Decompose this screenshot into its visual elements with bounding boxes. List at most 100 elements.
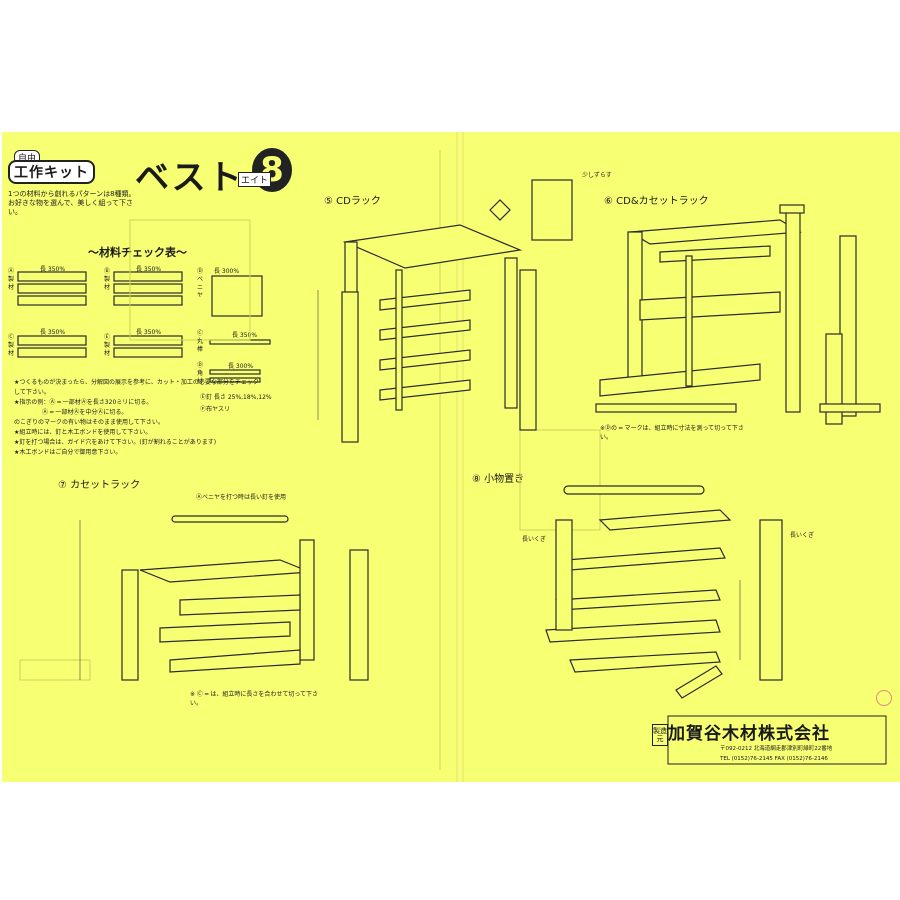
sandpaper-spec: Ⓕ布ヤスリ <box>200 406 231 413</box>
cd-rack-right-side <box>519 269 537 431</box>
note-item: ★釘を打つ場合は、ガイド穴をあけて下さい。(釘が割れることがあります) <box>14 439 217 446</box>
shelf-left-side <box>555 519 573 631</box>
shelf-top-rod <box>563 485 705 495</box>
kit-logo: 工作キット <box>8 160 95 184</box>
cdc-base-2 <box>819 403 881 413</box>
phone-line: TEL (0152)76-2145 FAX (0152)76-2146 <box>720 756 828 762</box>
board-c1 <box>17 335 87 346</box>
section-title-small-shelf: ⑧ 小物置き <box>472 474 525 485</box>
square-bar-length: 長 300% <box>228 363 254 370</box>
note-item: Ⓐ ━ 一部材Ⓐを中分Ⓐに切る。 <box>42 409 128 416</box>
cd-cassette-rack-drawing <box>595 204 881 425</box>
section-title-cassette-rack: ⑦ カセットラック <box>58 480 141 491</box>
round-bar <box>209 339 271 345</box>
long-nail-note-1: 長いくぎ <box>522 536 547 543</box>
cassette-shelf-1 <box>179 594 301 616</box>
cd-shelf-4 <box>379 379 471 401</box>
cut-note-7: ※ Ⓒ ━ は、組立時に長さを合わせて切って下さい。 <box>190 691 319 707</box>
shelf-board-4 <box>545 619 721 643</box>
cdc-shelf-2 <box>639 291 781 321</box>
cdc-right-post <box>785 211 801 413</box>
cut-note-6: ※Ⓓの ━ マークは、組立時に寸法を測って切って下さい。 <box>600 425 744 441</box>
nail-note-7: Ⓐベニヤを打つ時は長い釘を使用 <box>196 494 287 501</box>
address-line: 〒092-0212 北海道網走郡津別町緑町22番地 <box>720 746 833 752</box>
cassette-top-rod <box>171 515 289 523</box>
note-item: ★組立時には、釘と木工ボンドを使用して下さい。 <box>14 429 152 436</box>
cd-rack-top <box>342 224 523 269</box>
board-a1 <box>17 271 87 282</box>
round-bar-label: Ⓒ丸棒 <box>197 330 204 353</box>
backside-show-through <box>19 150 601 770</box>
board-b2 <box>113 283 183 294</box>
note-item: ★木工ボンドはご自分で御用意下さい。 <box>14 449 122 456</box>
shelf-board-5 <box>569 651 721 673</box>
shelf-board-2 <box>565 547 726 571</box>
cdc-top-rail <box>779 204 805 214</box>
company-address: 〒092-0212 北海道網走郡津別町緑町22番地 TEL (0152)76-2… <box>720 744 832 764</box>
note-item: のこぎりのマークの有い物はそのまま使用して下さい。 <box>14 419 164 426</box>
shift-note: 少しずらす <box>582 172 612 179</box>
material-boards <box>17 271 271 383</box>
cd-rack-side-detail <box>531 179 573 241</box>
cassette-shelf-2 <box>159 621 291 643</box>
cassette-right-back <box>299 539 315 661</box>
length-e: 長 350% <box>136 329 162 336</box>
length-c: 長 350% <box>40 329 66 336</box>
cd-joint-detail <box>489 199 511 221</box>
material-b-label: Ⓑ製材 <box>104 268 111 291</box>
title-eight: エイト <box>238 172 272 187</box>
long-nail-note-2: 長いくぎ <box>790 532 815 539</box>
material-a-label: Ⓐ製材 <box>8 268 15 291</box>
nails-spec: Ⓔ釘 長さ 25%,18%,12% <box>200 394 272 401</box>
cd-shelf-1 <box>379 289 471 311</box>
cassette-left-side <box>121 569 139 681</box>
cd-rack-right-back <box>504 257 518 409</box>
material-e-label: Ⓔ製材 <box>104 334 111 357</box>
cdc-rod <box>685 255 693 387</box>
cd-shelf-2 <box>379 319 471 341</box>
note-item: ★つくるものが決まったら、分解図の展示を参考に、カット・加工の必要な部分をチェッ… <box>14 379 259 396</box>
cdc-shelf-3 <box>599 363 761 397</box>
intro-text: 1つの材料から創れるパターンは8種類。お好きな物を選んで、美しく組って下さい。 <box>8 190 136 216</box>
square-bar-2 <box>209 377 261 383</box>
cassette-right-side <box>349 549 369 681</box>
cd-shelf-3 <box>379 349 471 371</box>
cd-rack-left-side <box>341 291 359 443</box>
shelf-small-bar <box>675 665 723 699</box>
company-box <box>667 715 887 765</box>
small-shelf-drawing <box>545 485 783 699</box>
page-fold <box>456 132 464 782</box>
shelf-right-side <box>759 519 783 681</box>
board-b3 <box>113 295 183 306</box>
stamp-mark <box>876 690 892 706</box>
board-a2 <box>17 283 87 294</box>
note-item: ★指示の例：Ⓐ ━ 一部材Ⓐを長さ320ミリに切る。 <box>14 399 153 406</box>
cdc-top <box>628 219 802 245</box>
material-c-label: Ⓒ製材 <box>8 334 15 357</box>
cd-rack-rod <box>395 269 403 411</box>
veneer-label: Ⓓベニヤ <box>197 268 204 299</box>
board-b1 <box>113 271 183 282</box>
section-title-cd-rack: ⑤ CDラック <box>324 196 381 207</box>
cassette-rack-drawing <box>79 515 369 681</box>
veneer-size: 長 300% <box>214 268 240 275</box>
shelf-board-3 <box>555 589 721 611</box>
shelf-board-1 <box>598 509 732 531</box>
page-title: ベスト <box>135 158 244 198</box>
company-name: 加賀谷木材株式会社 <box>668 724 830 744</box>
cdc-base <box>595 403 737 413</box>
veneer-board <box>211 275 263 317</box>
cassette-shelf-3 <box>169 649 301 673</box>
board-a3 <box>17 295 87 306</box>
square-bar-label: Ⓓ角材 <box>197 362 204 385</box>
notes-list: ★つくるものが決まったら、分解図の展示を参考に、カット・加工の必要な部分をチェッ… <box>14 378 264 458</box>
cassette-top <box>139 559 311 583</box>
length-a: 長 350% <box>40 266 66 273</box>
section-title-cd-cassette-rack: ⑥ CD&カセットラック <box>604 196 709 207</box>
cdc-right-lower <box>825 333 843 425</box>
materials-title: 〜材料チェック表〜 <box>88 246 187 259</box>
cdc-right-side <box>839 235 857 417</box>
cd-rack-drawing <box>317 179 573 443</box>
length-b: 長 350% <box>136 266 162 273</box>
square-bar-1 <box>209 369 261 375</box>
